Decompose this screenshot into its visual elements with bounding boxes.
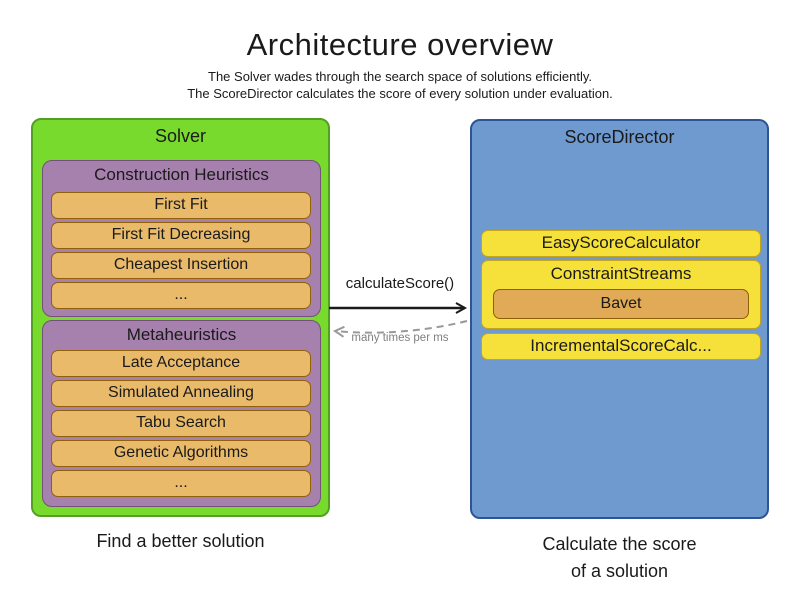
construction-heuristic-item: ... [51, 282, 311, 309]
scoredirector-caption: Calculate the score of a solution [470, 531, 769, 585]
metaheuristics-section: Metaheuristics Late Acceptance Simulated… [42, 320, 321, 507]
solver-box: Solver Construction Heuristics First Fit… [31, 118, 330, 517]
metaheuristics-title: Metaheuristics [126, 325, 237, 344]
page-title: Architecture overview [246, 27, 554, 62]
calculate-score-label: calculateScore() [345, 275, 455, 292]
subtitle-line-2: The ScoreDirector calculates the score o… [187, 86, 613, 101]
construction-heuristic-item: First Fit [51, 192, 311, 219]
calculator-item: IncrementalScoreCalc... [481, 333, 761, 360]
scoredirector-box: ScoreDirector EasyScoreCalculator Constr… [470, 119, 769, 519]
solver-title: Solver [154, 126, 207, 146]
construction-heuristic-item: First Fit Decreasing [51, 222, 311, 249]
calculator-item-constraint-streams: ConstraintStreams Bavet [481, 260, 761, 329]
construction-heuristic-item: Cheapest Insertion [51, 252, 311, 279]
metaheuristic-item: Genetic Algorithms [51, 440, 311, 467]
solver-caption: Find a better solution [96, 531, 265, 551]
metaheuristic-item: Tabu Search [51, 410, 311, 437]
many-times-dashed-arrow [332, 320, 468, 338]
arrows-graphic [329, 302, 468, 338]
scoredirector-caption-line-2: of a solution [570, 561, 669, 581]
metaheuristic-item: Simulated Annealing [51, 380, 311, 407]
metaheuristics-items: Late Acceptance Simulated Annealing Tabu… [51, 350, 311, 497]
scoredirector-caption-line-1: Calculate the score [542, 534, 697, 554]
bavet-item: Bavet [493, 289, 749, 319]
construction-heuristics-items: First Fit First Fit Decreasing Cheapest … [51, 192, 311, 309]
construction-heuristics-section: Construction Heuristics First Fit First … [42, 160, 321, 317]
calculator-item: EasyScoreCalculator [481, 230, 761, 257]
subtitle-line-1: The Solver wades through the search spac… [208, 69, 592, 84]
scoredirector-title: ScoreDirector [564, 127, 675, 147]
construction-heuristics-title: Construction Heuristics [94, 165, 269, 184]
frequency-label: many times per ms [351, 332, 449, 344]
metaheuristic-item: ... [51, 470, 311, 497]
metaheuristic-item: Late Acceptance [51, 350, 311, 377]
constraint-streams-label: ConstraintStreams [550, 264, 692, 283]
